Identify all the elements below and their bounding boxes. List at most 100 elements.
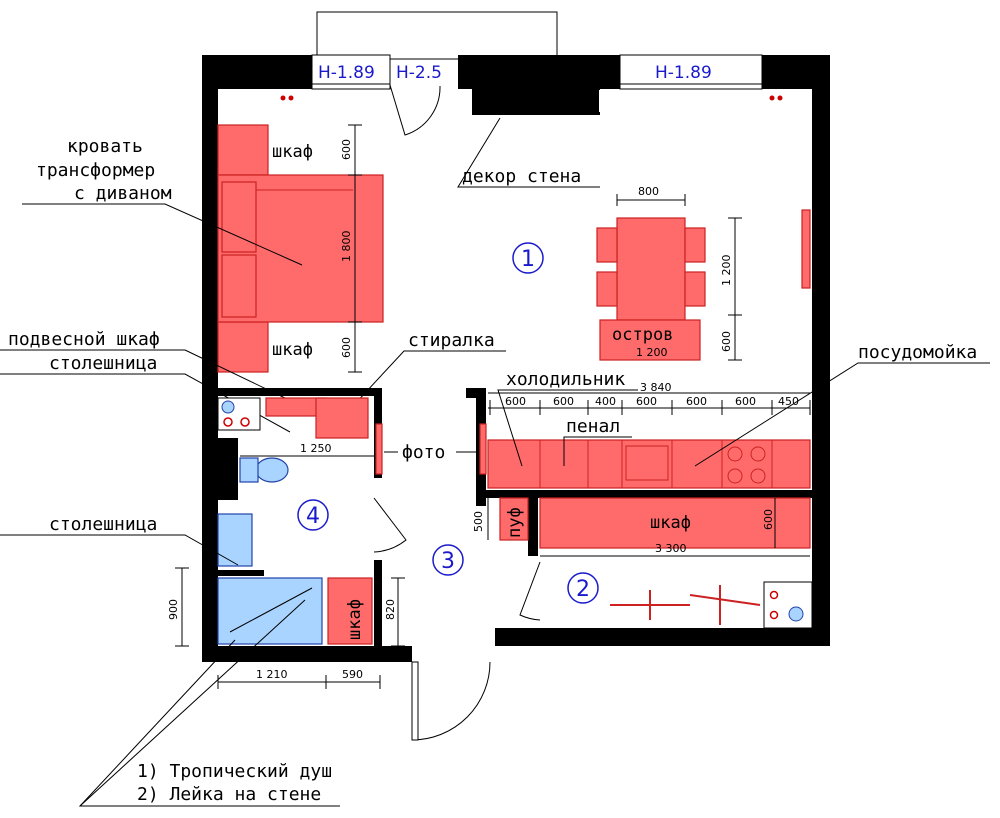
- kitchen-counter: [487, 439, 811, 489]
- socket-icons: [280, 95, 783, 101]
- dim-wardrobe-top: 600: [340, 139, 353, 160]
- balcony-outline: [316, 11, 558, 60]
- sink-icon: [221, 400, 235, 414]
- room-3-marker: 3: [432, 544, 464, 576]
- hanging-cabinet-label: подвесной шкаф: [8, 329, 160, 350]
- island-label: остров: [612, 325, 673, 345]
- dim-island-depth: 600: [720, 331, 733, 352]
- countertop-leader-bottom: [0, 534, 239, 566]
- hall-wardrobe: [539, 497, 811, 549]
- windows: [311, 54, 763, 90]
- dim-module: 450: [778, 395, 799, 408]
- dishwasher-leader: [694, 362, 990, 467]
- dim-module: 600: [686, 395, 707, 408]
- entrance-door: [411, 661, 491, 741]
- bathroom-cabinet: [327, 577, 373, 645]
- niche: [599, 90, 604, 112]
- wardrobe-label-top: шкаф: [272, 142, 313, 162]
- dim-module: 600: [553, 395, 574, 408]
- height-label-left: H-1.89: [318, 63, 375, 83]
- kitchen-module-dividers: [539, 440, 773, 488]
- wardrobe-top: [217, 124, 269, 176]
- washing-machine: [315, 397, 369, 439]
- decor-leader: [457, 117, 600, 188]
- height-label-door: H-2.5: [396, 63, 442, 83]
- toilet: [255, 457, 289, 483]
- chair: [596, 227, 618, 263]
- bicycle-icon: [610, 585, 761, 625]
- dim-island-width: 1 200: [636, 346, 668, 359]
- svg-text:4: 4: [306, 504, 320, 529]
- walls: [202, 55, 830, 662]
- fridge-leader: [497, 389, 638, 467]
- dim-shower-depth: 900: [167, 599, 180, 620]
- bathroom-cabinet-label: шкаф: [345, 599, 365, 640]
- dim-module: 600: [505, 395, 526, 408]
- svg-text:1: 1: [521, 247, 535, 272]
- dim-table-length: 1 200: [720, 255, 733, 287]
- wall-tv: [801, 209, 811, 289]
- dim-bed-length: 1 800: [340, 231, 353, 263]
- bathroom-door: [373, 497, 407, 553]
- countertop-label-top: столешница: [49, 353, 157, 374]
- dim-shower-width: 1 210: [256, 668, 288, 681]
- dim-cabinet-width: 590: [342, 668, 363, 681]
- bathroom-sink: [217, 513, 253, 567]
- balcony-door: [389, 84, 441, 136]
- boiler-cabinet: [763, 581, 813, 629]
- photo-frame-left: [375, 423, 383, 475]
- bed-leader: [22, 203, 303, 266]
- fridge-label: холодильник: [506, 369, 625, 390]
- dim-pouf: 500: [472, 511, 485, 532]
- bed-label-line2: трансформер: [36, 160, 155, 181]
- svg-text:3: 3: [441, 549, 455, 574]
- countertop-label-bottom: столешница: [49, 514, 157, 535]
- sofa-cushion-top: [221, 181, 257, 253]
- pencil-case-label: пенал: [566, 416, 620, 437]
- svg-text:2: 2: [576, 577, 590, 602]
- room-4-marker: 4: [297, 499, 329, 531]
- room-1-marker: 1: [512, 242, 544, 274]
- bed-label-line3: с диваном: [74, 183, 172, 204]
- chair: [684, 227, 706, 263]
- bed-label-line1: кровать: [67, 136, 143, 157]
- dim-hall-wardrobe: 3 300: [655, 542, 687, 555]
- storage-door: [519, 561, 541, 621]
- washer-leader: [339, 350, 506, 421]
- hall-wardrobe-label: шкаф: [650, 513, 691, 533]
- pencil-leader: [563, 436, 632, 466]
- kitchen-sink-icon: [625, 445, 669, 481]
- chair: [684, 271, 706, 307]
- dim-bath-width: 1 250: [300, 442, 332, 455]
- room-2-marker: 2: [567, 572, 599, 604]
- dim-wardrobe-depth: 600: [762, 509, 775, 530]
- shower-note-1: 1) Тропический душ: [137, 761, 332, 782]
- photo-frame-right: [479, 423, 487, 475]
- wardrobe-bottom: [217, 321, 269, 373]
- boiler-icon: [788, 606, 804, 622]
- pouf: [499, 497, 529, 541]
- dim-module: 400: [595, 395, 616, 408]
- shower-drain-line: [229, 587, 313, 633]
- dining-table: [616, 217, 686, 321]
- shower-note-2: 2) Лейка на стене: [137, 784, 321, 805]
- wardrobe-label-bottom: шкаф: [272, 340, 313, 360]
- height-label-right: H-1.89: [655, 63, 712, 83]
- dishwasher-label: посудомойка: [858, 342, 977, 363]
- washer-label: стиралка: [408, 330, 495, 351]
- pouf-label: пуф: [505, 507, 525, 538]
- shower-leader-2: [79, 599, 306, 807]
- dim-module: 600: [636, 395, 657, 408]
- dim-cabinet-depth: 820: [384, 599, 397, 620]
- sofa-cushion-bottom: [221, 254, 257, 318]
- cooktop-icon: [727, 446, 766, 484]
- island: [599, 319, 701, 361]
- photo-label: фото: [402, 442, 445, 463]
- dim-table-width: 800: [638, 185, 659, 198]
- toilet-tank: [239, 457, 259, 483]
- dim-module: 600: [735, 395, 756, 408]
- decor-wall-label: декор стена: [462, 166, 581, 187]
- chair: [596, 271, 618, 307]
- dim-kitchen-total: 3 840: [640, 381, 672, 394]
